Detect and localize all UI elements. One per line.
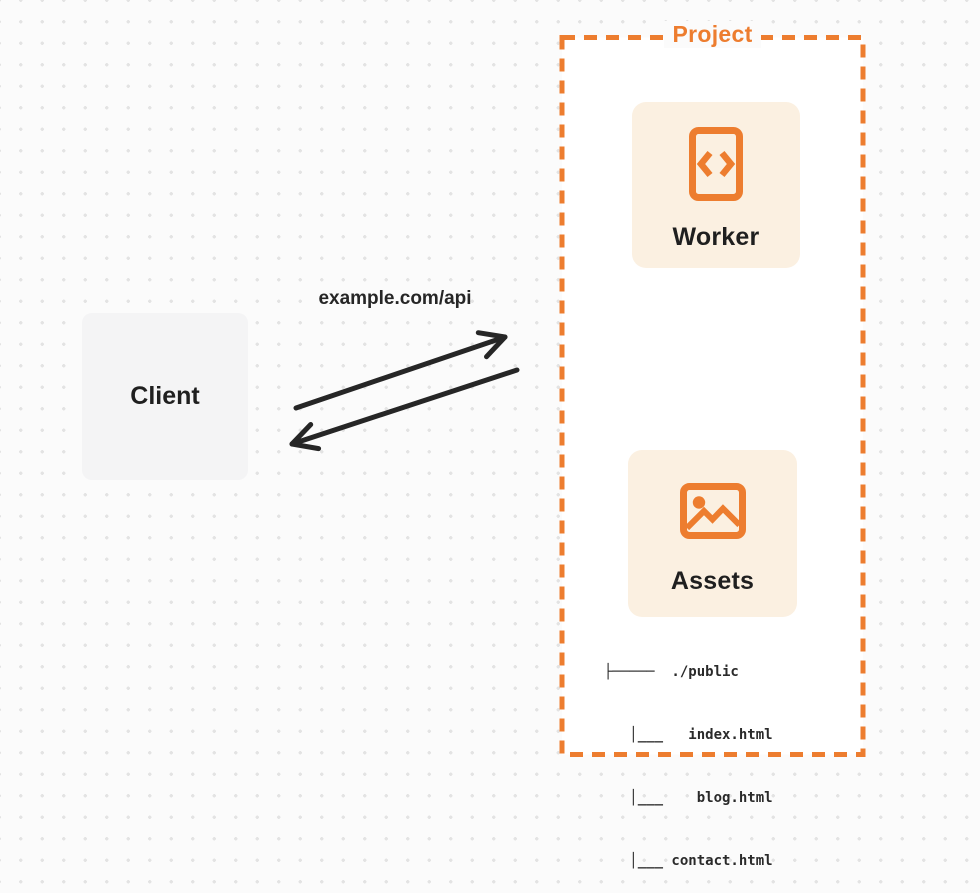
project-group-label: Project <box>562 21 863 48</box>
worker-node: Worker <box>632 102 800 268</box>
client-label: Client <box>130 382 200 410</box>
file-tree-line: │___ contact.html <box>604 853 773 869</box>
project-title: Project <box>664 21 761 48</box>
assets-label: Assets <box>670 567 755 595</box>
request-url-label: example.com/api <box>318 288 472 309</box>
file-tree-line: │___ index.html <box>604 727 773 743</box>
assets-node: Assets <box>628 450 797 617</box>
file-tree-line: │___ blog.html <box>604 790 773 806</box>
response-arrow <box>289 367 520 452</box>
arrowhead-icon <box>289 422 322 452</box>
request-arrow <box>293 330 508 411</box>
client-node: Client <box>82 313 248 480</box>
code-file-icon <box>689 127 743 201</box>
assets-file-tree: ├───── ./public │___ index.html │___ blo… <box>604 620 773 893</box>
arrowhead-icon <box>475 330 508 360</box>
worker-label: Worker <box>672 223 760 251</box>
image-icon <box>679 483 746 539</box>
file-tree-line: ├───── ./public <box>604 664 739 680</box>
